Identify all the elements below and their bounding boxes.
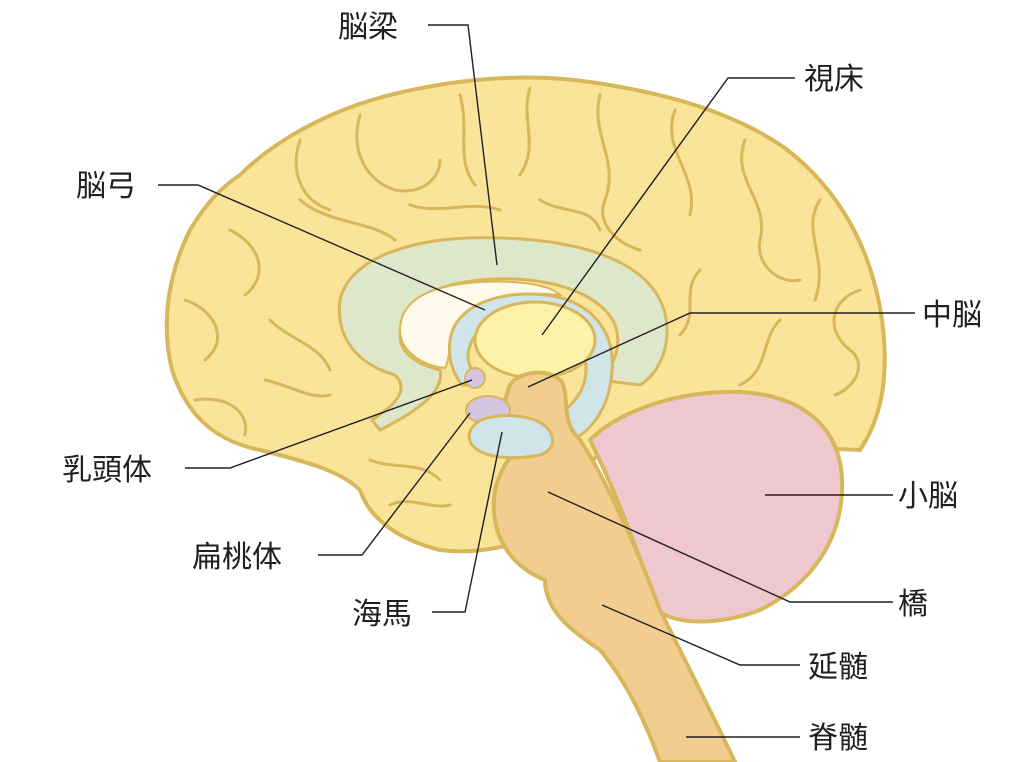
- label-thalamus: 視床: [804, 62, 864, 97]
- label-pons: 橋: [898, 587, 928, 622]
- label-hippocampus: 海馬: [352, 597, 412, 632]
- leader-lines: [158, 24, 915, 738]
- label-mammillary-body: 乳頭体: [62, 453, 152, 488]
- leader-amygdala: [318, 412, 471, 556]
- leader-pons: [547, 491, 893, 603]
- corpus-callosum: [337, 236, 669, 432]
- cerebrum-gyri: [183, 86, 862, 508]
- hippocampus: [467, 414, 554, 460]
- brainstem: [491, 370, 738, 762]
- leader-corpus-callosum: [428, 24, 498, 266]
- label-midbrain: 中脳: [922, 298, 982, 333]
- leader-medulla: [601, 604, 800, 666]
- label-amygdala: 扁桃体: [192, 540, 282, 575]
- label-fornix: 脳弓: [76, 169, 136, 204]
- leader-fornix: [158, 184, 486, 311]
- leader-midbrain: [527, 312, 915, 388]
- mammillary-body: [464, 367, 486, 389]
- leader-thalamus: [541, 77, 795, 336]
- label-cerebellum: 小脳: [898, 479, 958, 514]
- label-corpus-callosum: 脳梁: [338, 10, 398, 45]
- label-spinal-cord: 脊髄: [808, 721, 868, 756]
- leader-mammillary-body: [185, 379, 473, 469]
- thalamus: [473, 300, 597, 380]
- leader-hippocampus: [432, 431, 503, 613]
- label-medulla: 延髄: [808, 650, 868, 685]
